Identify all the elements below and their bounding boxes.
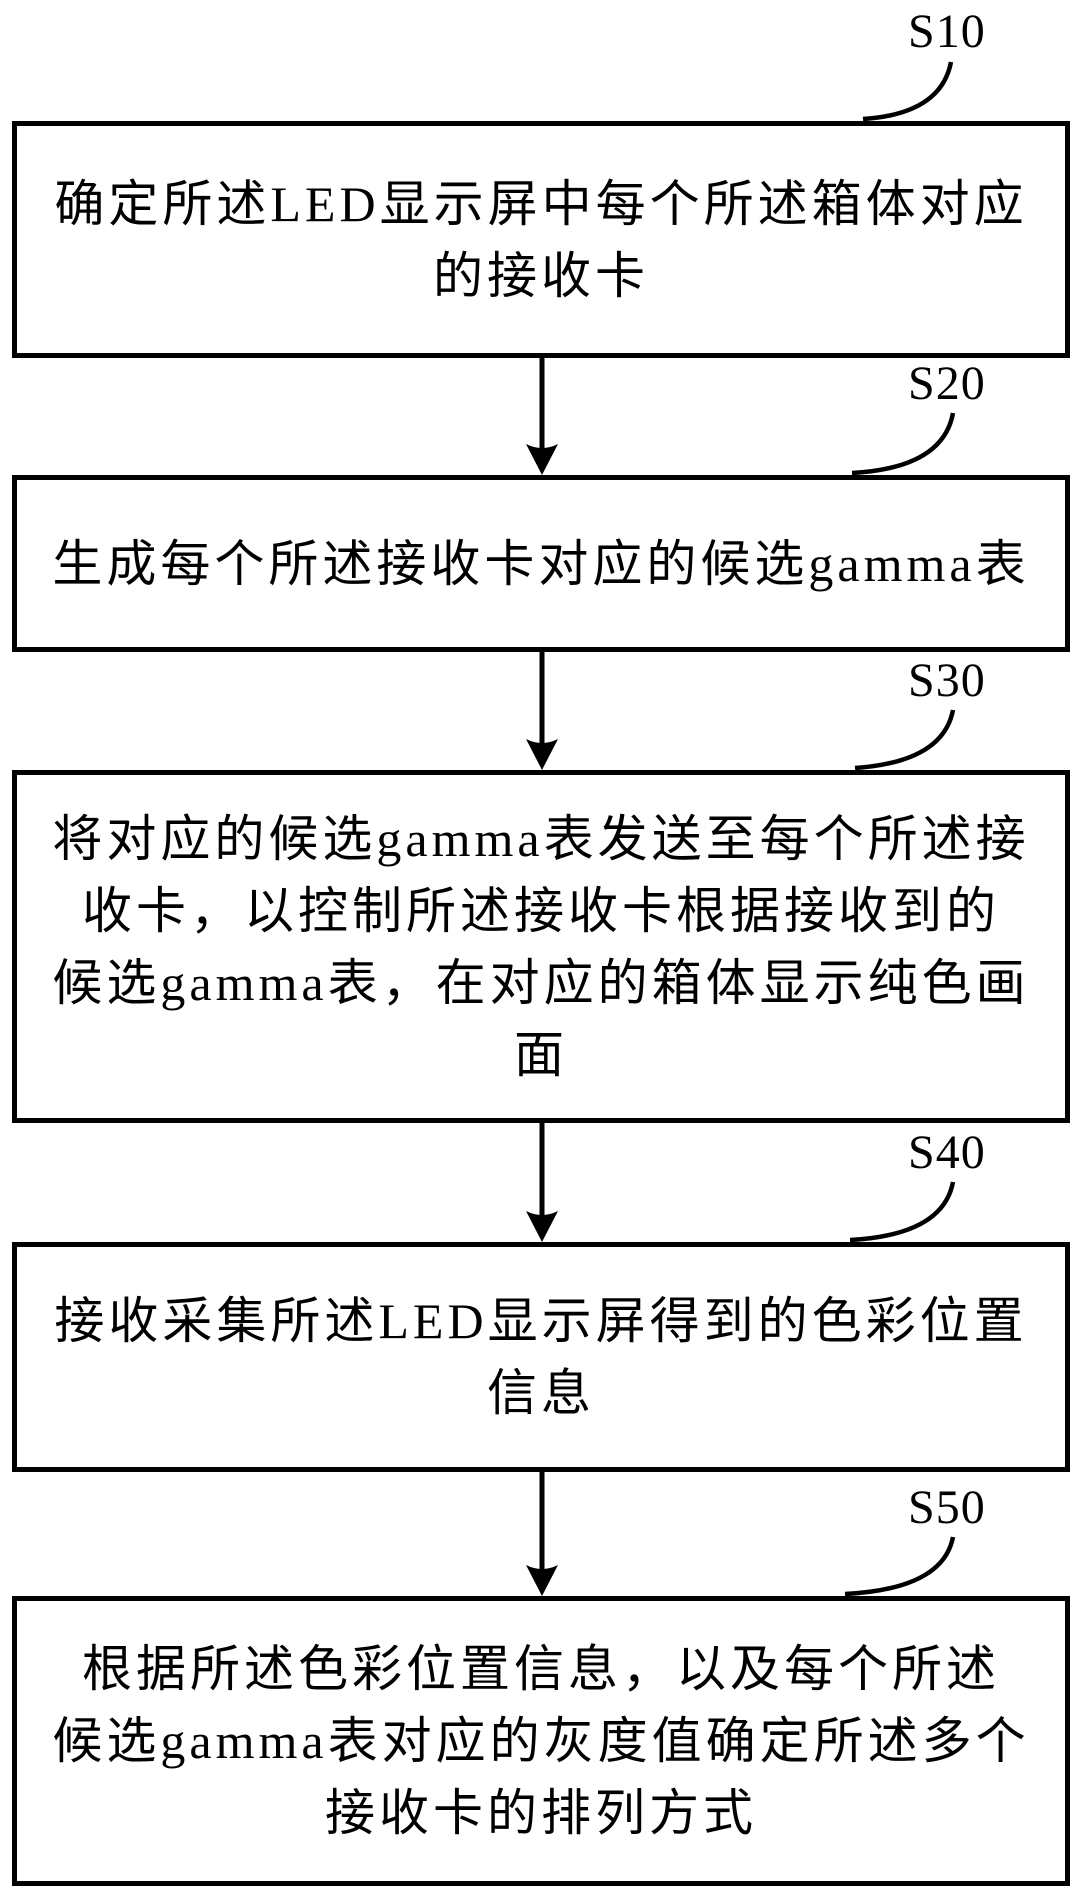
step-text-line: 根据所述色彩位置信息，以及每个所述 [82,1641,1000,1697]
step-label-s40: S40 [908,1126,986,1179]
leader-curve-s20 [851,412,956,476]
step-box-s10: 确定所述LED显示屏中每个所述箱体对应 的接收卡 [12,121,1070,358]
arrowhead-s40-s50 [526,1565,558,1596]
step-text-line: 接收卡的排列方式 [325,1785,757,1841]
step-text-line: 将对应的候选gamma表发送至每个所述接 [52,810,1030,867]
step-text-line: 信息 [487,1365,595,1421]
step-label-s20: S20 [908,357,986,410]
step-text-line: 面 [514,1026,568,1083]
step-text-line: 候选gamma表对应的灰度值确定所述多个 [52,1713,1030,1769]
step-text-line: 生成每个所述接收卡对应的候选gamma表 [52,535,1030,592]
leader-curve-s40 [849,1181,956,1243]
step-text-line: 接收采集所述LED显示屏得到的色彩位置 [54,1293,1028,1349]
leader-curve-s30 [854,709,956,771]
arrowhead-s30-s40 [526,1211,558,1242]
step-text-line: 候选gamma表，在对应的箱体显示纯色画 [52,954,1030,1011]
leader-curve-s10 [862,61,954,122]
step-text-line: 的接收卡 [433,247,649,304]
step-box-s50: 根据所述色彩位置信息，以及每个所述 候选gamma表对应的灰度值确定所述多个 接… [12,1596,1070,1886]
step-label-s50: S50 [908,1481,986,1534]
leader-curve-s50 [844,1536,956,1597]
step-label-s10: S10 [908,5,986,58]
step-text-line: 收卡，以控制所述接收卡根据接收到的 [82,882,1000,939]
step-box-s40: 接收采集所述LED显示屏得到的色彩位置 信息 [12,1242,1070,1472]
step-label-s30: S30 [908,654,986,707]
step-box-s30: 将对应的候选gamma表发送至每个所述接 收卡，以控制所述接收卡根据接收到的 候… [12,770,1070,1123]
step-box-s20: 生成每个所述接收卡对应的候选gamma表 [12,475,1070,652]
arrowhead-s10-s20 [526,444,558,475]
arrowhead-s20-s30 [526,739,558,770]
step-text-line: 确定所述LED显示屏中每个所述箱体对应 [54,175,1028,232]
